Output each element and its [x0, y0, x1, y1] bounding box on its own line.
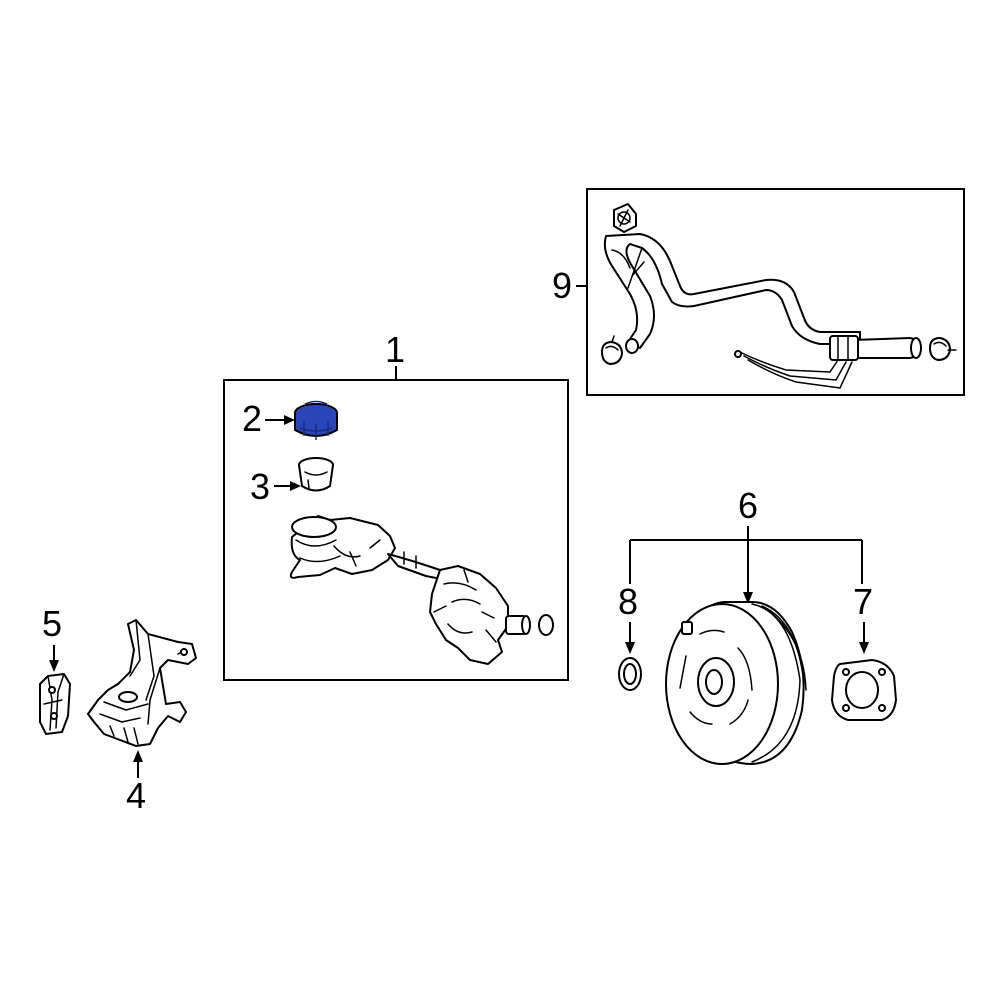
arrow-8 [625, 622, 635, 654]
arrow-3 [274, 481, 301, 491]
callout-6[interactable]: 6 [738, 485, 758, 526]
callout-5[interactable]: 5 [42, 603, 62, 644]
arrow-7 [859, 622, 869, 654]
arrow-2 [265, 415, 295, 425]
reservoir-strainer[interactable] [298, 457, 334, 492]
brake-booster[interactable] [665, 601, 807, 765]
callout-8[interactable]: 8 [618, 581, 638, 622]
master-cylinder-assembly[interactable] [289, 515, 554, 665]
callout-2[interactable]: 2 [242, 398, 262, 439]
callout-3[interactable]: 3 [250, 466, 270, 507]
arrow-4 [133, 750, 143, 778]
booster-gasket[interactable] [831, 659, 897, 721]
callout-4[interactable]: 4 [126, 775, 146, 816]
booster-seal[interactable] [618, 657, 642, 691]
leader-6-bracket [629, 526, 863, 604]
small-bracket[interactable] [39, 673, 71, 735]
mounting-bracket[interactable] [87, 619, 197, 747]
arrow-5 [49, 645, 59, 672]
callout-9[interactable]: 9 [552, 265, 572, 306]
group-9-box [586, 188, 965, 396]
callout-1[interactable]: 1 [385, 329, 405, 370]
callout-7[interactable]: 7 [853, 581, 873, 622]
reservoir-cap[interactable] [294, 400, 338, 441]
vacuum-hose-assembly[interactable] [601, 203, 957, 389]
